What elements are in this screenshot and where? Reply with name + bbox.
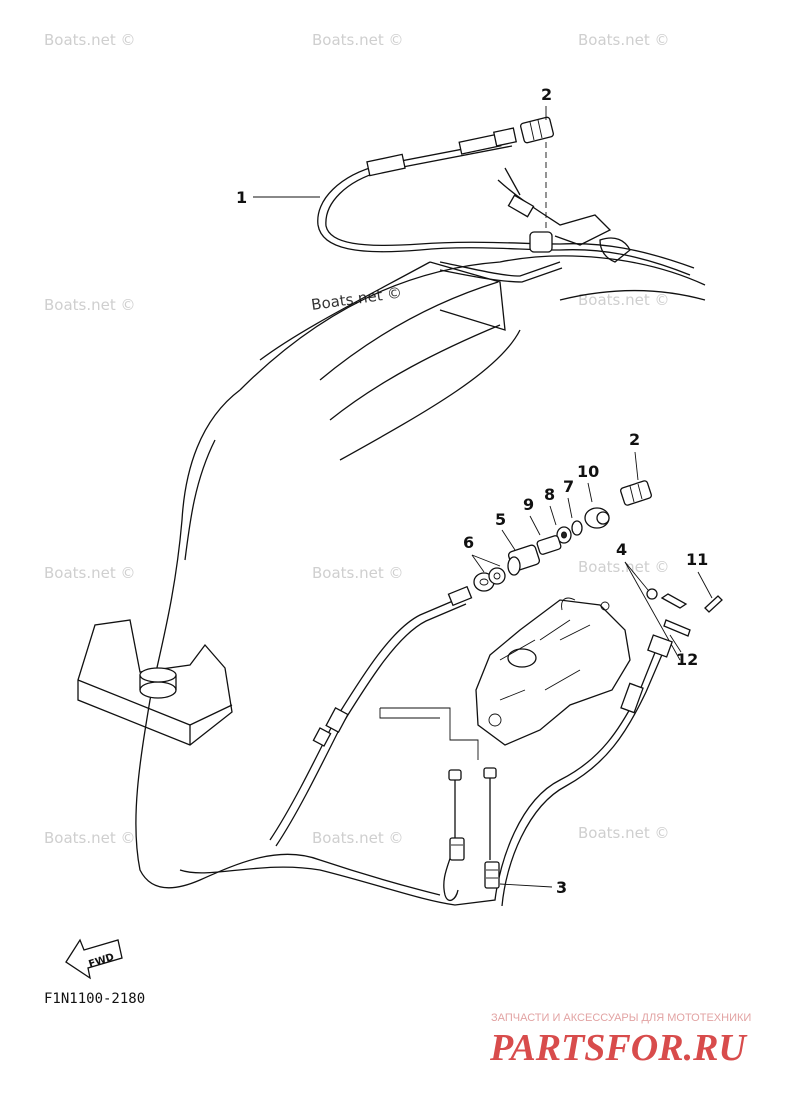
watermark: Boats.net ©	[578, 824, 670, 842]
connector-2-top	[520, 116, 554, 144]
watermark: Boats.net ©	[312, 31, 404, 49]
fwd-arrow-icon: FWD	[65, 938, 123, 980]
watermark: Boats.net ©	[578, 31, 670, 49]
callout-label-11: 11	[686, 550, 708, 569]
hoses-3	[379, 707, 500, 902]
cable-lower	[179, 585, 673, 907]
watermark: Boats.net ©	[44, 564, 136, 582]
callout-label-2-mid: 2	[629, 430, 640, 449]
watermark: Boats.net ©	[578, 291, 670, 309]
callout-label-4: 4	[616, 540, 627, 559]
callout-2-top: 2	[541, 85, 552, 232]
callout-label-9: 9	[523, 495, 534, 514]
callout-label-8: 8	[544, 485, 555, 504]
watermark: Boats.net ©	[44, 296, 136, 314]
callout-1: 1	[236, 188, 320, 207]
callout-label-3: 3	[556, 878, 567, 897]
watermark: Boats.net ©	[312, 829, 404, 847]
diagram-code: F1N1100-2180	[44, 991, 145, 1007]
callout-label-10: 10	[577, 462, 599, 481]
callout-label-1: 1	[236, 188, 247, 207]
callout-label-7: 7	[563, 477, 574, 496]
watermark: Boats.net ©	[44, 31, 136, 49]
callout-label-6: 6	[463, 533, 474, 552]
cable-1	[317, 127, 695, 276]
callout-2-mid: 2	[620, 430, 652, 506]
steering-assembly	[439, 167, 631, 283]
footer-tagline: ЗАПЧАСТИ И АКСЕССУАРЫ ДЛЯ МОТОТЕХНИКИ	[491, 1012, 751, 1024]
watermark: Boats.net ©	[44, 829, 136, 847]
callout-label-5: 5	[495, 510, 506, 529]
watermark: Boats.net ©	[312, 564, 404, 582]
hull-outline	[135, 255, 706, 896]
drive-unit	[475, 597, 631, 746]
watermark: Boats.net ©	[578, 558, 670, 576]
base-block	[77, 619, 233, 746]
footer-brand-logo: PARTSFOR.RU	[489, 1027, 748, 1069]
watermarks: Boats.net © Boats.net © Boats.net © Boat…	[44, 31, 670, 847]
parts-4-11-12: 4 11 12	[616, 540, 723, 669]
footer-branding: ЗАПЧАСТИ И АКСЕССУАРЫ ДЛЯ МОТОТЕХНИКИ PA…	[489, 1012, 751, 1069]
exploded-fittings: 10 7 8 9 5 6	[463, 462, 610, 592]
callout-label-2-top: 2	[541, 85, 552, 104]
callout-3: 3	[499, 878, 567, 897]
callout-label-12: 12	[676, 650, 698, 669]
